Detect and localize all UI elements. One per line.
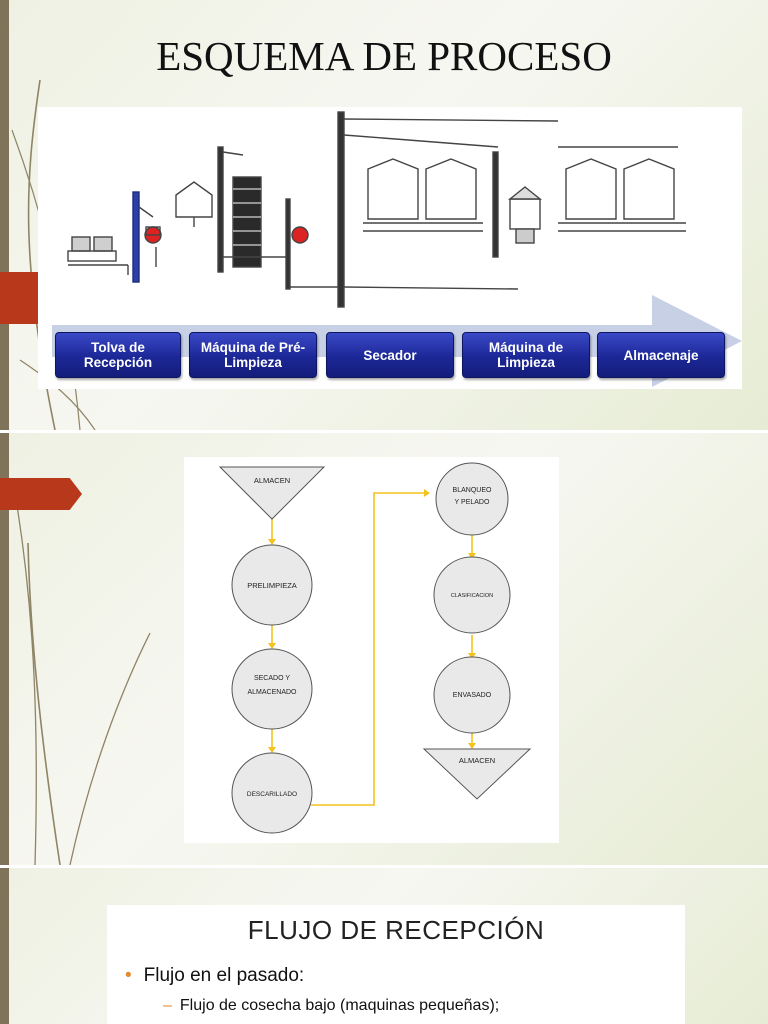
clasificacion-shape bbox=[433, 556, 511, 634]
slide-title: ESQUEMA DE PROCESO bbox=[156, 33, 612, 79]
sub-bullet-text: Flujo de cosecha bajo (maquinas pequeñas… bbox=[179, 997, 500, 1014]
slide-separator bbox=[0, 430, 768, 433]
red-accent-tab bbox=[0, 272, 38, 324]
decorative-grass-lines bbox=[14, 492, 151, 865]
sub-bullet-item: –Flujo de cosecha bajo (maquinas pequeña… bbox=[163, 997, 499, 1015]
recepcion-content-box: FLUJO DE RECEPCIÓN •Flujo en el pasado: … bbox=[107, 905, 685, 1024]
secado-shape bbox=[231, 648, 313, 730]
step-almacenaje: Almacenaje bbox=[597, 332, 725, 378]
label-clasificacion: CLASIFICACION bbox=[451, 593, 493, 599]
bullet-dot-icon: • bbox=[125, 965, 132, 986]
blanqueo-shape bbox=[435, 462, 509, 536]
flow-chart-svg: ALMACEN PRELIMPIEZA SECADO Y ALMACENADO … bbox=[218, 462, 532, 834]
bullet-item: • Flujo en el pasado: bbox=[125, 965, 304, 987]
label-secado-line2: ALMACENADO bbox=[247, 689, 297, 696]
flow-connectors bbox=[271, 492, 473, 806]
almacen-top-shape bbox=[218, 466, 326, 520]
flow-chart: ALMACEN PRELIMPIEZA SECADO Y ALMACENADO … bbox=[184, 457, 559, 843]
slide-left-bar bbox=[0, 0, 9, 430]
label-blanqueo-line2: Y PELADO bbox=[455, 499, 490, 506]
step-pre-limpieza: Máquina de Pré-Limpieza bbox=[189, 332, 317, 378]
label-prelimpieza: PRELIMPIEZA bbox=[247, 581, 297, 590]
slide-separator bbox=[0, 865, 768, 868]
label-almacen-top: ALMACEN bbox=[254, 476, 290, 485]
label-envasado: ENVASADO bbox=[453, 692, 492, 699]
label-almacen-bottom: ALMACEN bbox=[459, 756, 495, 765]
recepcion-title: FLUJO DE RECEPCIÓN bbox=[247, 915, 545, 945]
almacen-bottom-shape bbox=[422, 748, 532, 800]
bullet-text: Flujo en el pasado: bbox=[143, 965, 305, 986]
slide-left-bar bbox=[0, 868, 9, 1024]
red-accent-arrow bbox=[0, 478, 82, 510]
step-secador: Secador bbox=[326, 332, 454, 378]
prelimpieza-shape bbox=[231, 544, 313, 626]
label-descarillado: DESCARILLADO bbox=[247, 791, 297, 798]
flow-arrowheads bbox=[268, 489, 476, 753]
label-blanqueo-line1: BLANQUEO bbox=[453, 487, 492, 494]
slide-process-scheme: ESQUEMA DE PROCESO bbox=[0, 0, 768, 430]
descarillado-shape bbox=[231, 752, 313, 834]
label-secado-line1: SECADO Y bbox=[254, 675, 290, 682]
slide-left-bar bbox=[0, 433, 9, 865]
sub-bullet-dash-icon: – bbox=[163, 997, 172, 1014]
envasado-shape bbox=[433, 656, 511, 734]
